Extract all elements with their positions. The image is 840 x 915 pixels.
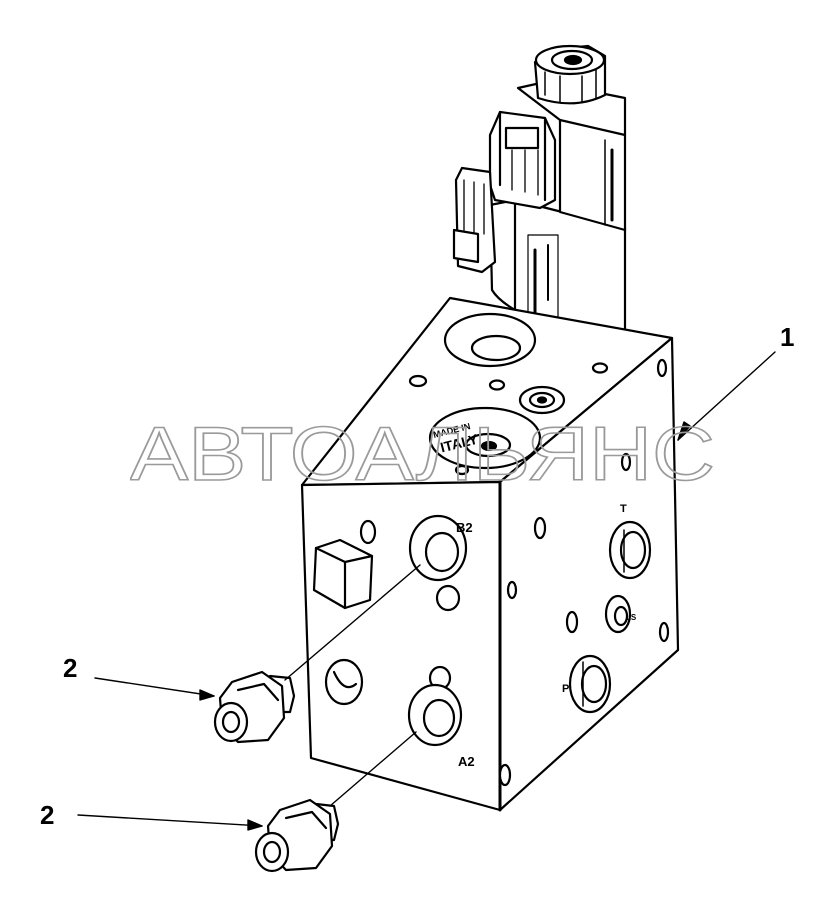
port-label-a2: A2 (458, 754, 475, 769)
fitting-lower (254, 798, 340, 873)
callout-2-lower: 2 (40, 800, 55, 830)
watermark-text: АВТОАЛЬЯНС (130, 412, 715, 492)
port-label-ls: LS (626, 613, 637, 622)
electrical-connector-lower (452, 166, 497, 274)
valve-block (300, 296, 680, 812)
watermark: АВТОАЛЬЯНС (130, 412, 716, 492)
port-label-t: T (620, 503, 627, 515)
port-label-b2: B2 (456, 520, 473, 535)
electrical-connector-upper (488, 110, 557, 210)
port-label-p: P (562, 683, 569, 695)
callout-2-upper: 2 (63, 653, 78, 683)
callout-1: 1 (780, 322, 795, 352)
fitting-upper (213, 670, 296, 744)
leader-lines (77, 351, 776, 831)
